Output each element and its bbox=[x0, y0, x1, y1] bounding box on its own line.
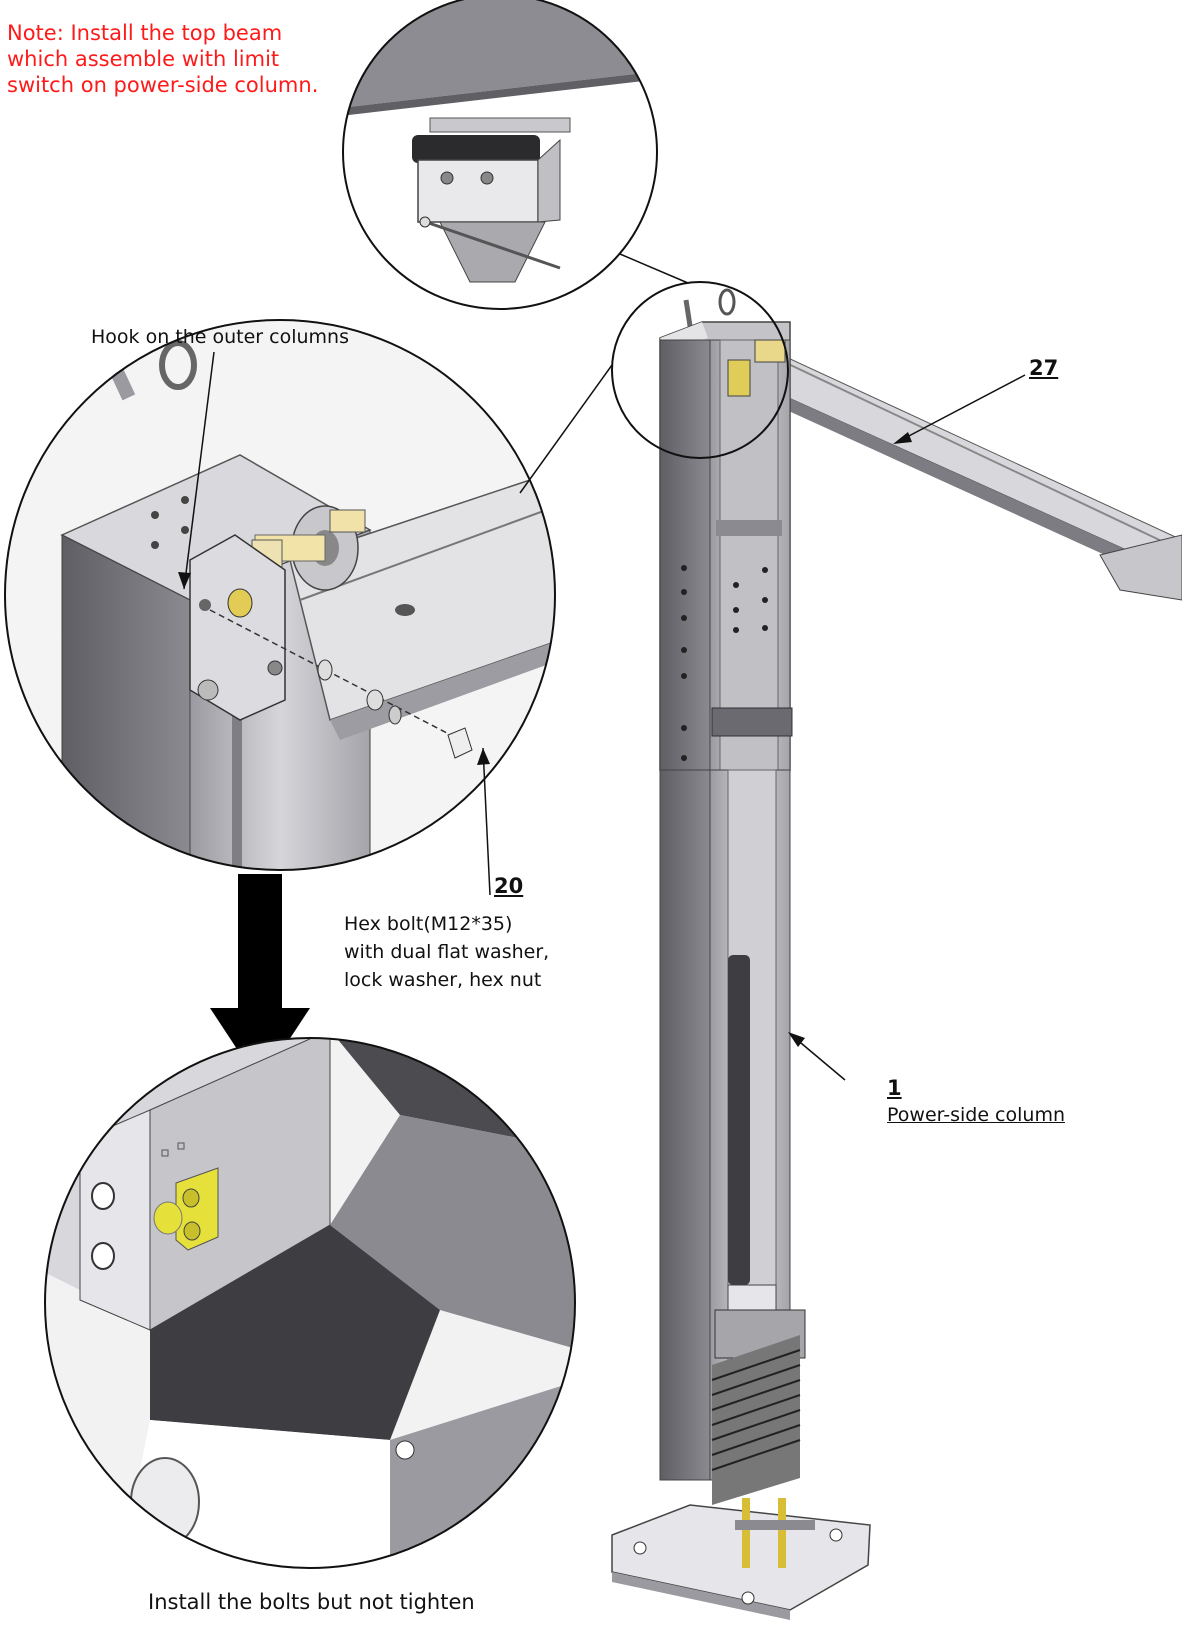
callout-20: 20 bbox=[494, 874, 524, 898]
bottom-detail-circle bbox=[44, 1037, 576, 1569]
column-leader bbox=[794, 1037, 846, 1081]
grille bbox=[711, 1335, 801, 1505]
bolt-leader bbox=[482, 747, 491, 896]
hook-label: Hook on the outer columns bbox=[91, 326, 350, 348]
hex-bolt-line-2: with dual flat washer, bbox=[344, 941, 550, 963]
callout-27: 27 bbox=[1029, 356, 1059, 380]
limit-switch-detail bbox=[343, 0, 657, 309]
detail-leader-line bbox=[619, 253, 689, 284]
hex-bolt-line-1: Hex bolt(M12*35) bbox=[344, 913, 513, 935]
bolt-install-detail bbox=[45, 1038, 575, 1568]
column-top-detail bbox=[5, 320, 555, 870]
bottom-caption: Install the bolts but not tighten bbox=[148, 1590, 475, 1614]
middle-detail-circle bbox=[4, 319, 556, 871]
top-detail-circle bbox=[342, 0, 658, 310]
hex-bolt-label: Hex bolt(M12*35) with dual flat washer, … bbox=[344, 910, 624, 994]
power-side-column-drawing bbox=[611, 288, 1182, 1620]
callout-1: 1 bbox=[887, 1076, 902, 1100]
hook-leader bbox=[183, 351, 215, 590]
power-side-column-label: Power-side column bbox=[887, 1104, 1065, 1126]
hex-bolt-line-3: lock washer, hex nut bbox=[344, 969, 542, 991]
detail-leader-line-2 bbox=[519, 364, 613, 494]
column-top-circle bbox=[611, 281, 789, 459]
installation-note: Note: Install the top beam which assembl… bbox=[7, 21, 319, 97]
beam-leader bbox=[904, 374, 1026, 439]
